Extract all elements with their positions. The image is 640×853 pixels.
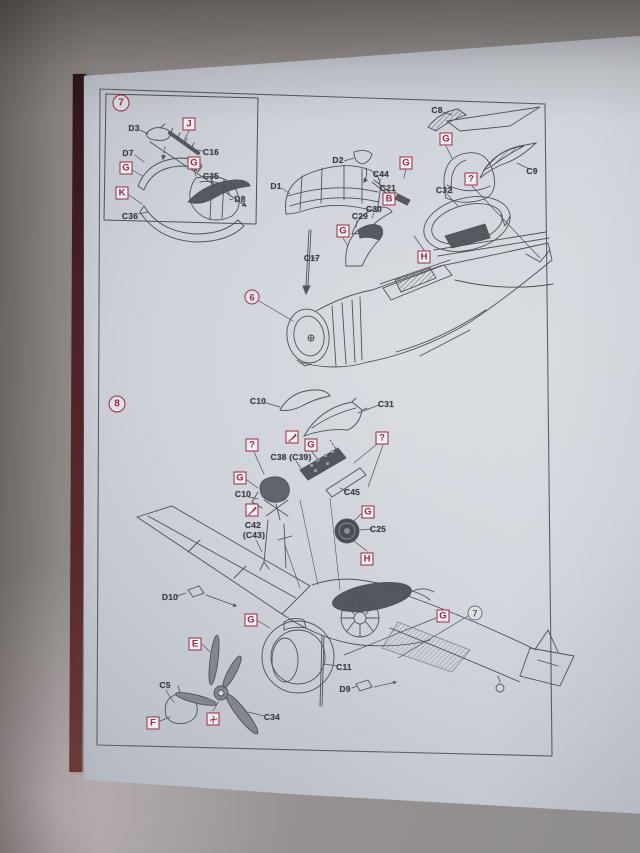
assembly-symbol-e: E — [188, 637, 202, 651]
part-label-c9: C9 — [526, 166, 538, 176]
part-label-c16: C16 — [202, 147, 220, 157]
assembly-symbol-j: J — [182, 117, 196, 131]
part-label-c44: C44 — [372, 169, 390, 179]
assembly-symbol-unknown: ? — [464, 172, 478, 186]
part-label-c17: C17 — [303, 253, 321, 263]
part-label-c11: C11 — [336, 662, 352, 672]
part-label-c10: C10 — [234, 489, 252, 499]
assembly-symbol-g: G — [244, 613, 258, 627]
part-label-c34: C34 — [263, 712, 281, 722]
assembly-symbol-g: G — [399, 156, 413, 170]
part-label-c32: C32 — [435, 185, 453, 195]
assembly-symbol-g: G — [233, 471, 247, 485]
assembly-symbol-g: G — [439, 132, 453, 146]
assembly-symbol-h: H — [417, 250, 431, 264]
part-label-c10: C10 — [249, 396, 267, 406]
assembly-symbol-k: K — [115, 186, 129, 200]
part-label-d7: D7 — [122, 148, 134, 158]
part-label-d1: D1 — [270, 181, 282, 191]
assembly-symbol-g: G — [336, 224, 350, 238]
part-label-d2: D2 — [332, 155, 344, 165]
assembly-symbol-g: G — [187, 156, 201, 170]
step-number-7: 7 — [112, 94, 130, 112]
assembly-symbol-g: G — [361, 505, 375, 519]
part-label-c21: C21 — [379, 183, 397, 193]
assembly-symbol-f: F — [146, 716, 160, 730]
booklet-spine-edge — [69, 73, 86, 773]
part-label-c42: C42 — [244, 520, 262, 530]
part-label-d10: D10 — [161, 592, 179, 602]
part-label-c31: C31 — [377, 399, 395, 409]
step-ref-7-badge: 7 — [467, 605, 483, 621]
step-ref-6-badge: 6 — [244, 289, 260, 305]
part-label-c36: C36 — [121, 211, 139, 221]
part-label-d9: D9 — [339, 684, 351, 694]
step-number-8: 8 — [108, 395, 126, 413]
assembly-symbol-b: B — [382, 192, 396, 206]
paint-icon — [245, 503, 259, 517]
paint-icon — [285, 430, 299, 444]
movable-part-icon — [206, 712, 220, 726]
assembly-symbol-g: G — [304, 438, 318, 452]
part-label-c30: C30 — [365, 204, 383, 214]
part-label-c43: (C43) — [242, 530, 266, 540]
part-label-c8: C8 — [431, 105, 443, 115]
assembly-symbol-g: G — [119, 161, 133, 175]
part-label-c38-c39: C38 (C39) — [270, 452, 312, 462]
part-label-c29: C29 — [351, 211, 369, 221]
part-label-c45: C45 — [343, 487, 361, 497]
assembly-symbol-h: H — [360, 552, 374, 566]
assembly-symbol-unknown: ? — [375, 431, 389, 445]
part-label-c5: C5 — [159, 680, 171, 690]
assembly-symbol-unknown: ? — [245, 438, 259, 452]
part-label-c35: C35 — [202, 171, 220, 181]
part-label-d3: D3 — [128, 123, 140, 133]
part-label-c25: C25 — [369, 524, 387, 534]
part-label-d8: D8 — [234, 194, 246, 204]
assembly-symbol-g: G — [436, 609, 450, 623]
